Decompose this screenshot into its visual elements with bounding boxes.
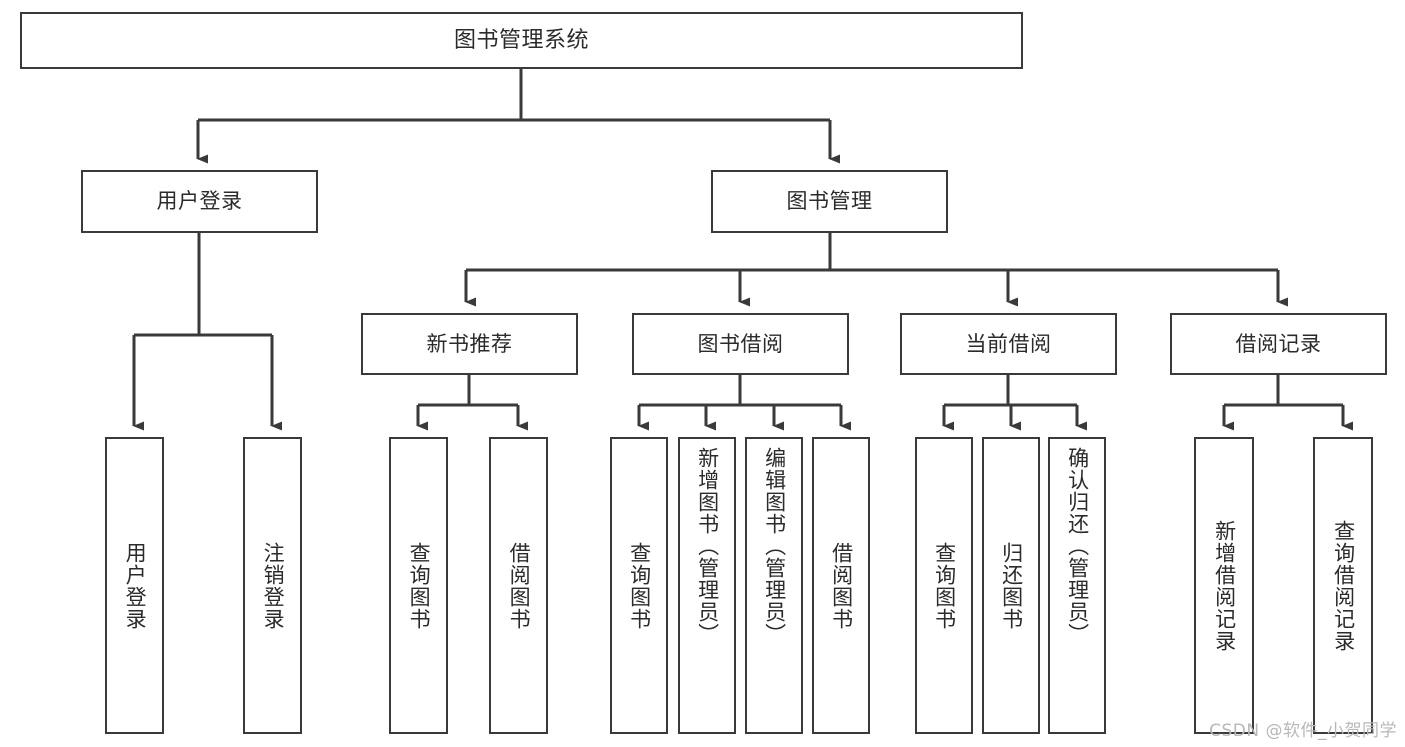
node-book-management[interactable]: 图书管理 <box>711 170 948 233</box>
leaf-record-query-record-label: 查询借阅记录 <box>1331 519 1356 652</box>
leaf-user-login-signin[interactable]: 用户登录 <box>105 437 164 734</box>
leaf-current-return-book-label: 归还图书 <box>999 541 1024 630</box>
node-current-borrow-label: 当前借阅 <box>965 331 1052 356</box>
leaf-borrow-add-book-admin[interactable]: 新增图书（管理员） <box>678 437 736 734</box>
leaf-borrow-borrow-book[interactable]: 借阅图书 <box>812 437 870 734</box>
leaf-user-login-signout-label: 注销登录 <box>261 541 286 630</box>
leaf-record-add-record-label: 新增借阅记录 <box>1212 519 1237 652</box>
node-root-book-management-system[interactable]: 图书管理系统 <box>20 12 1023 69</box>
leaf-borrow-query-book[interactable]: 查询图书 <box>610 437 668 734</box>
leaf-new-book-borrow-label: 借阅图书 <box>507 541 532 630</box>
node-book-management-label: 图书管理 <box>786 189 873 214</box>
node-book-borrow[interactable]: 图书借阅 <box>632 313 849 375</box>
node-book-borrow-label: 图书借阅 <box>697 331 784 356</box>
node-root-label: 图书管理系统 <box>453 27 589 53</box>
node-user-login-label: 用户登录 <box>156 189 243 214</box>
leaf-current-return-book[interactable]: 归还图书 <box>982 437 1040 734</box>
leaf-borrow-borrow-book-label: 借阅图书 <box>829 541 854 630</box>
leaf-current-confirm-return-admin[interactable]: 确认归还（管理员） <box>1048 437 1106 734</box>
leaf-new-book-query[interactable]: 查询图书 <box>389 437 448 734</box>
leaf-new-book-borrow[interactable]: 借阅图书 <box>489 437 548 734</box>
leaf-current-query-book-label: 查询图书 <box>932 541 957 630</box>
leaf-user-login-signin-label: 用户登录 <box>123 541 148 630</box>
leaf-record-query-record[interactable]: 查询借阅记录 <box>1313 437 1373 734</box>
node-borrow-record-label: 借阅记录 <box>1235 331 1322 356</box>
node-new-book-recommend-label: 新书推荐 <box>426 331 513 356</box>
leaf-user-login-signout[interactable]: 注销登录 <box>243 437 302 734</box>
leaf-current-confirm-return-admin-label: 确认归还（管理员） <box>1065 447 1090 645</box>
leaf-borrow-add-book-admin-label: 新增图书（管理员） <box>695 447 720 645</box>
node-new-book-recommend[interactable]: 新书推荐 <box>361 313 578 375</box>
leaf-borrow-edit-book-admin-label: 编辑图书（管理员） <box>762 447 787 645</box>
csdn-watermark: CSDN @软件_小贺同学 <box>1209 721 1397 741</box>
node-user-login[interactable]: 用户登录 <box>81 170 318 233</box>
node-current-borrow[interactable]: 当前借阅 <box>900 313 1117 375</box>
leaf-record-add-record[interactable]: 新增借阅记录 <box>1194 437 1254 734</box>
leaf-borrow-query-book-label: 查询图书 <box>627 541 652 630</box>
node-borrow-record[interactable]: 借阅记录 <box>1170 313 1387 375</box>
leaf-current-query-book[interactable]: 查询图书 <box>915 437 973 734</box>
leaf-new-book-query-label: 查询图书 <box>407 541 432 630</box>
leaf-borrow-edit-book-admin[interactable]: 编辑图书（管理员） <box>745 437 803 734</box>
